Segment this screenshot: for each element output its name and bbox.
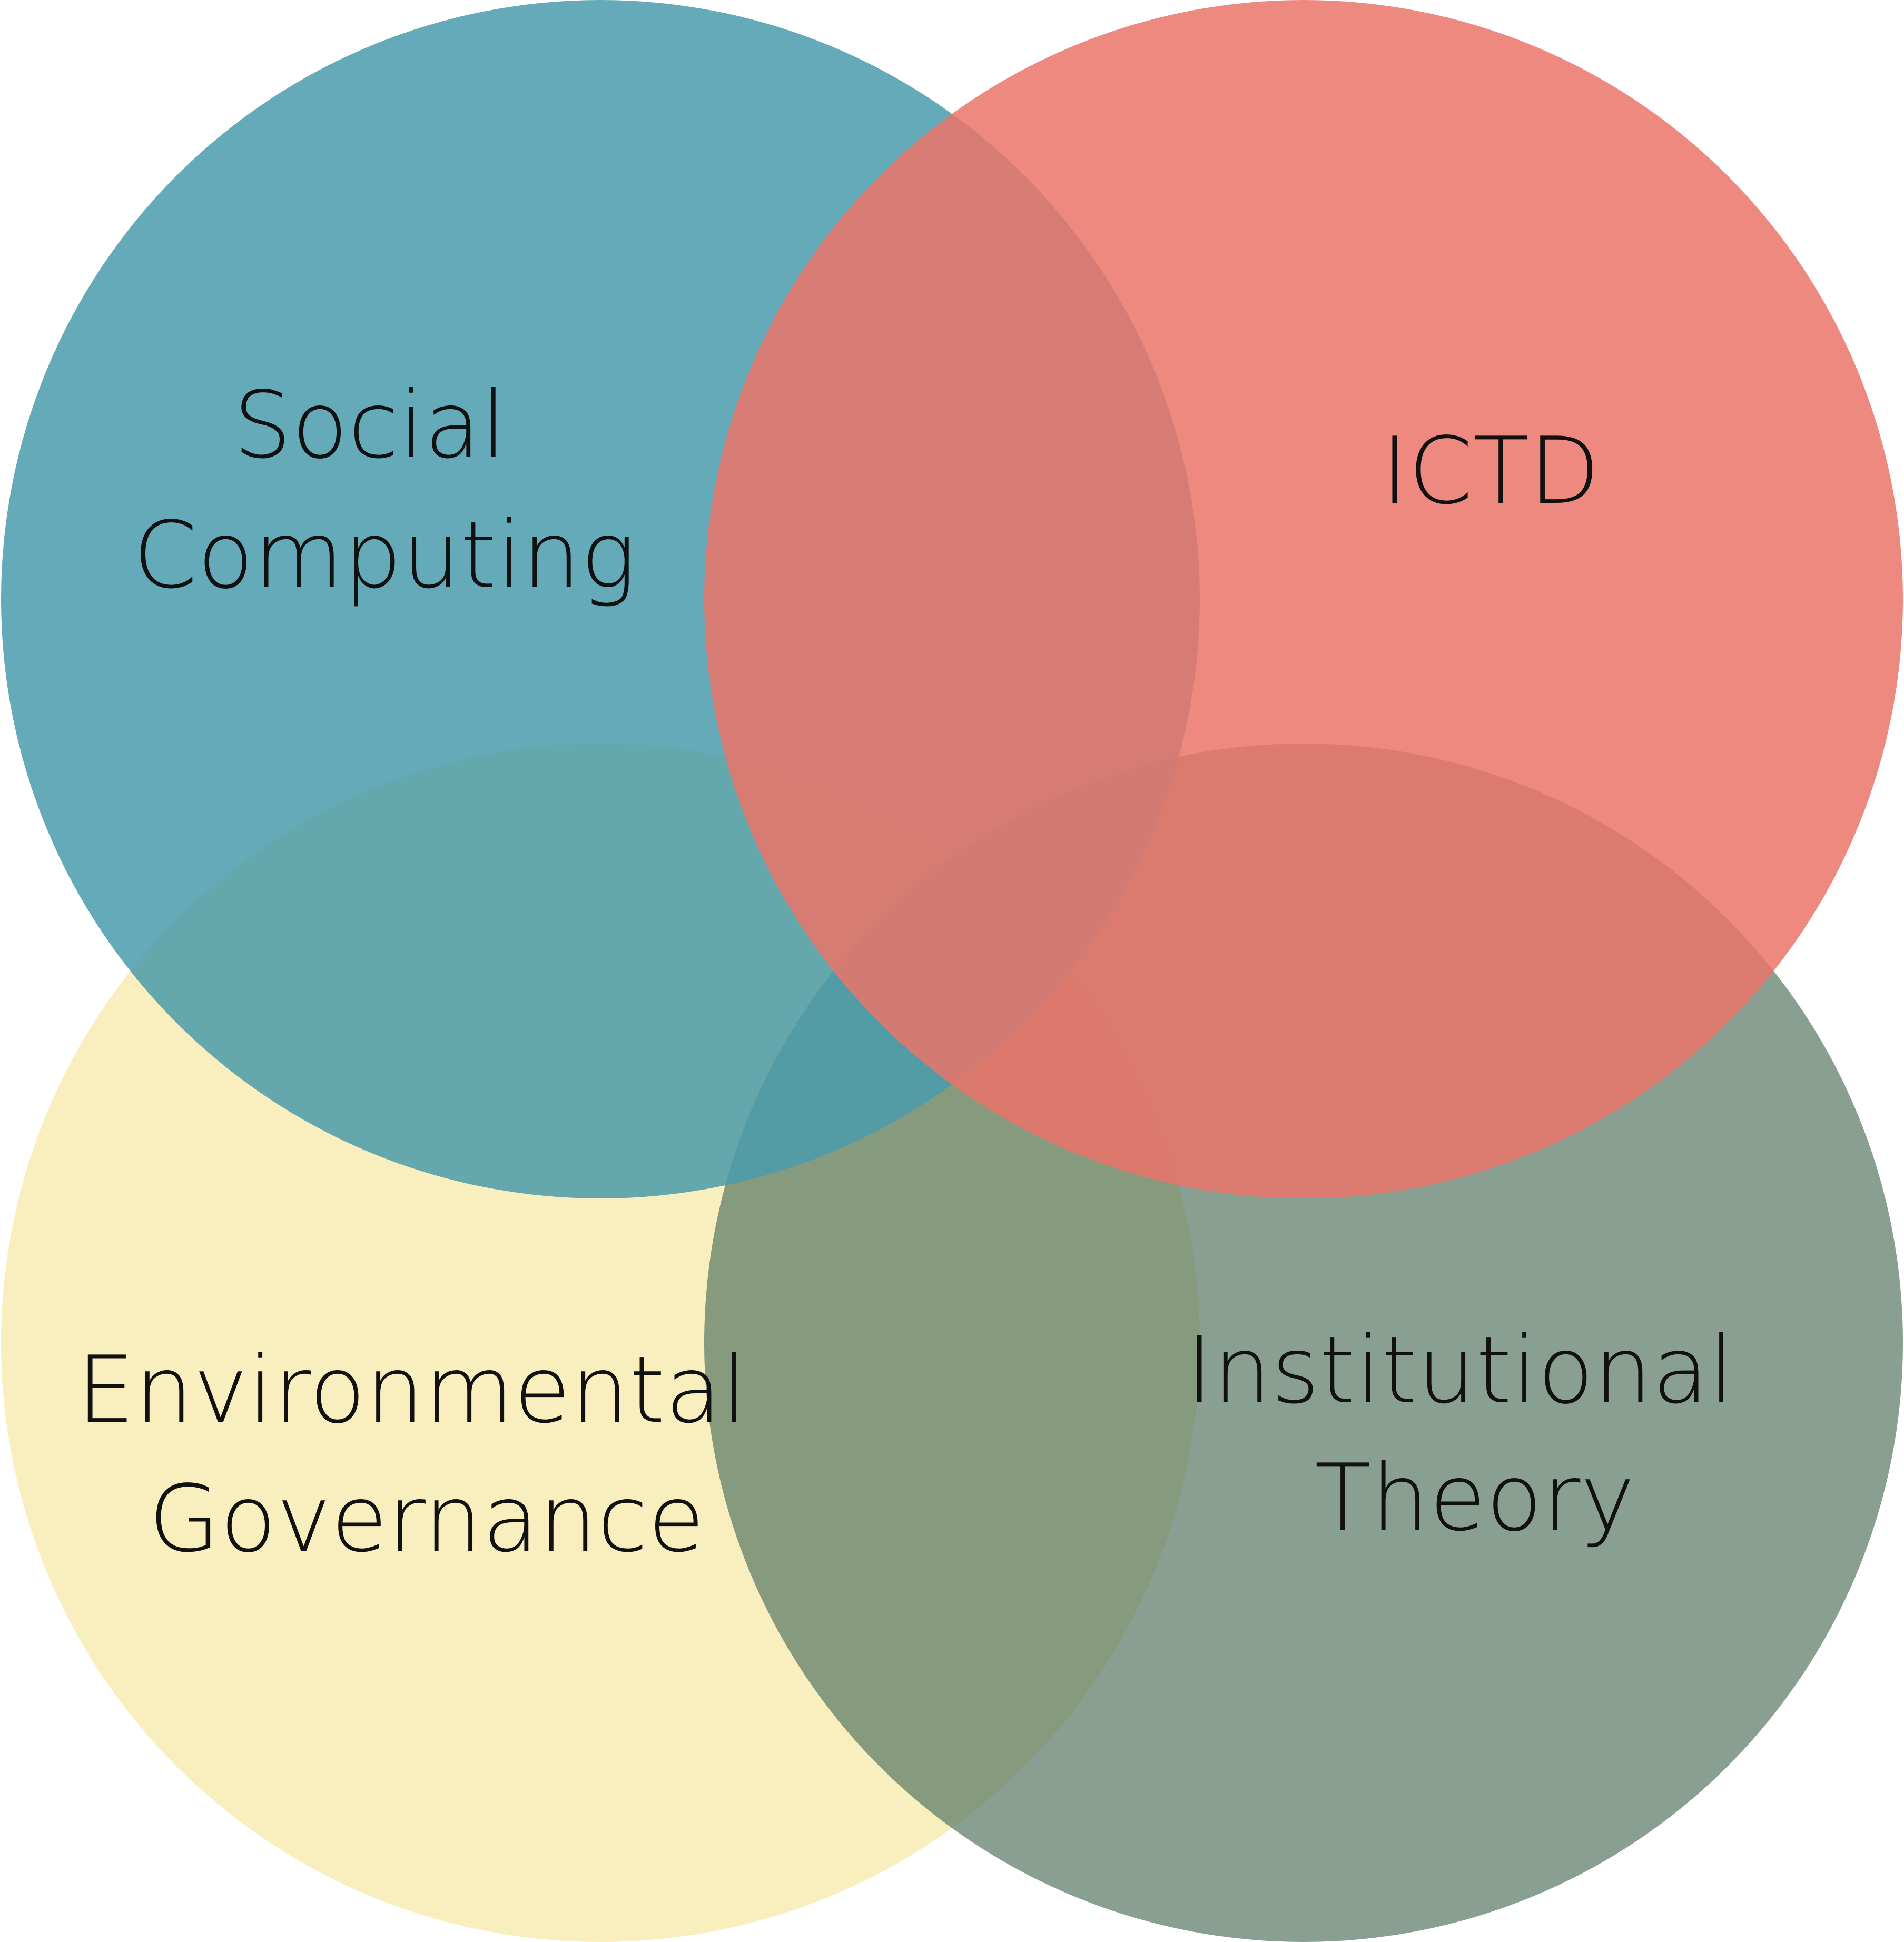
social-computing-label-line-2: Computing: [133, 502, 636, 609]
environmental-governance-label-line-2: Governance: [149, 1466, 705, 1573]
institutional-theory-label-line-1: Institutional: [1186, 1317, 1734, 1424]
environmental-governance-label-line-1: Environmental: [77, 1337, 747, 1444]
ictd-label: ICTD: [1381, 418, 1600, 525]
environmental-governance-label: Environmental Governance: [77, 1337, 777, 1573]
institutional-theory-label: Institutional Theory: [1186, 1317, 1763, 1552]
institutional-theory-label-line-2: Theory: [1315, 1445, 1635, 1552]
social-computing-label: Social Computing: [133, 372, 636, 609]
ictd-label-line-1: ICTD: [1381, 418, 1600, 525]
social-computing-label-line-1: Social: [233, 372, 507, 479]
ictd-circle: [704, 0, 1903, 1198]
